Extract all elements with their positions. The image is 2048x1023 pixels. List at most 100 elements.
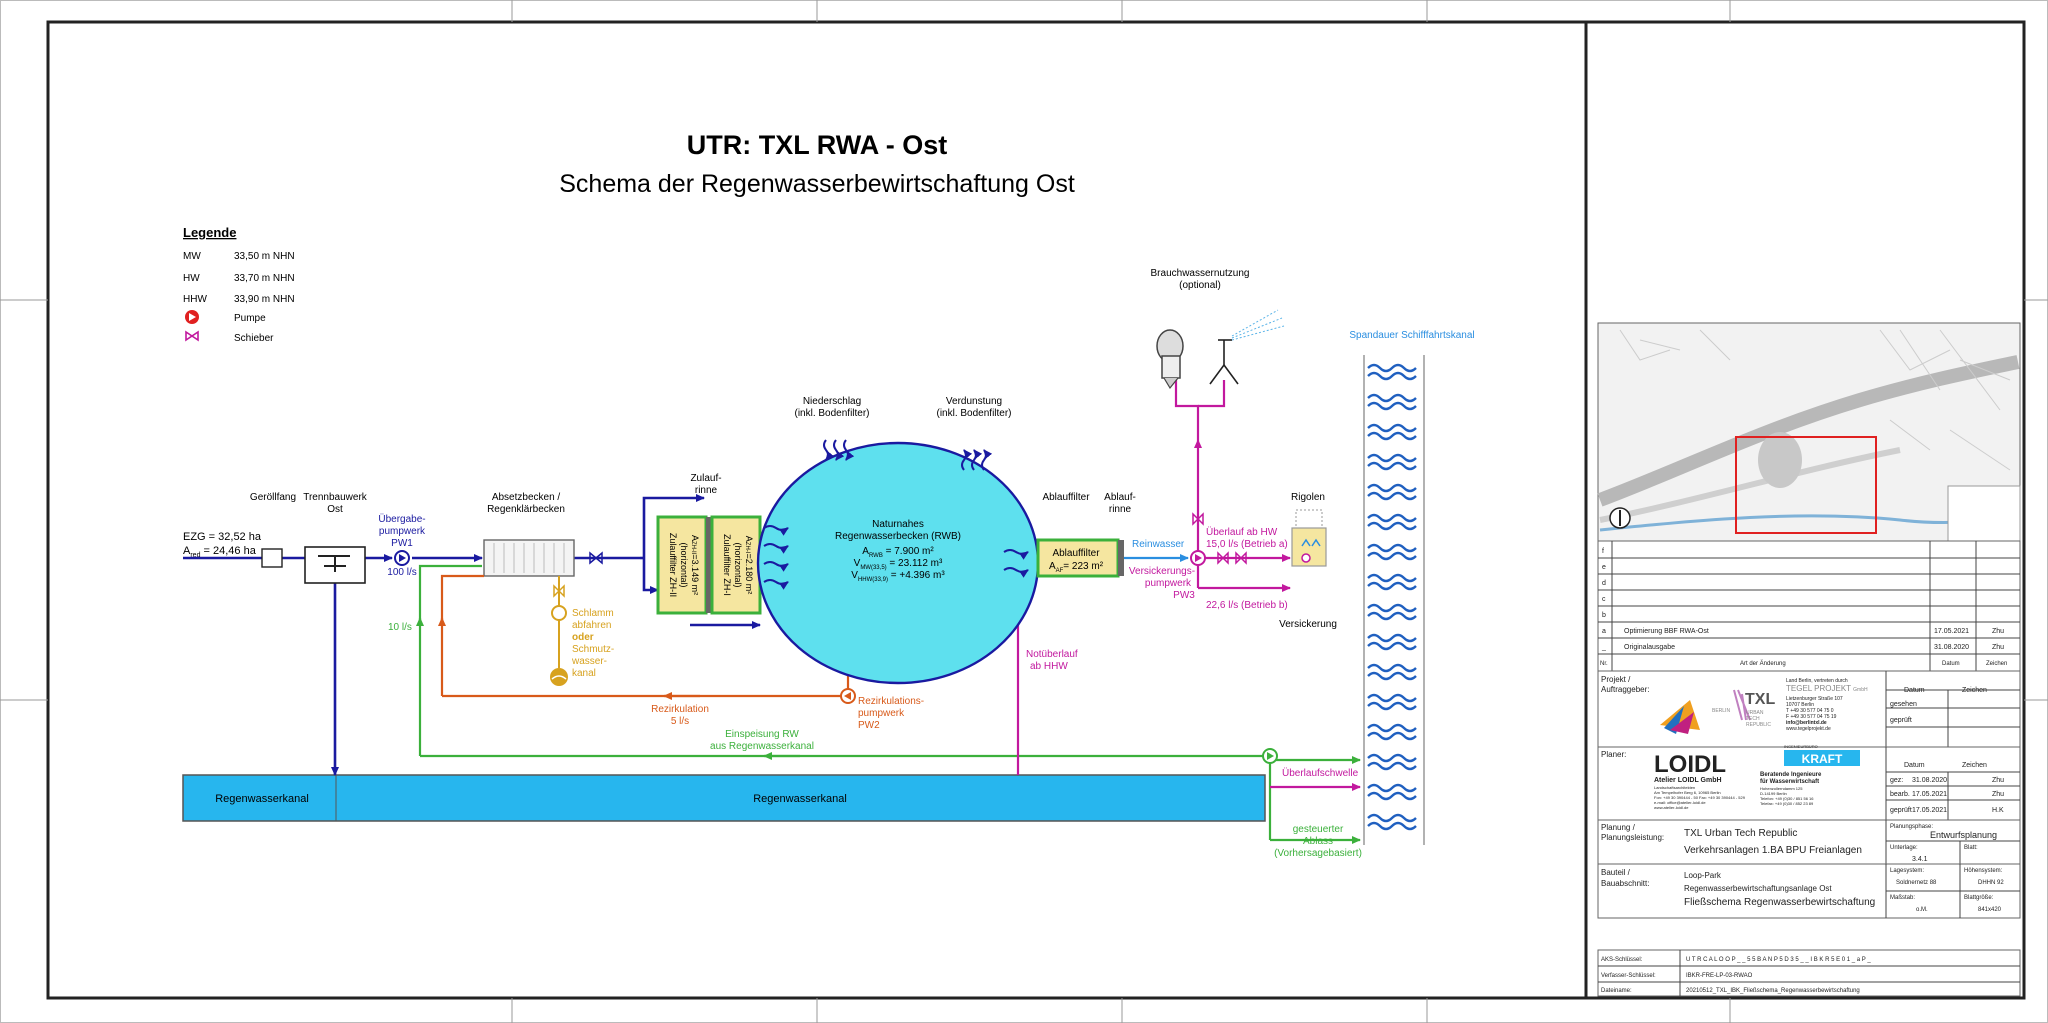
legend-val-hhw: 33,90 m NHN <box>234 294 295 305</box>
canal-label-1: Regenwasserkanal <box>215 793 309 805</box>
unterlage-label: Unterlage: <box>1890 845 1918 851</box>
sludge-label-1: Schlamm <box>572 608 614 619</box>
feed-label-1: Einspeisung RW <box>725 729 799 740</box>
ablaufrinne-label-1: Ablauf- <box>1104 492 1136 503</box>
pond-inflow-arrows <box>763 525 1029 590</box>
bauteil-2: Regenwasserbewirtschaftungsanlage Ost <box>1684 884 1832 893</box>
trennbauwerk-label-1: Trennbauwerk <box>303 492 368 503</box>
pw2-label-2: pumpwerk <box>858 708 905 719</box>
rev-idx-0: _ <box>1601 644 1606 651</box>
rev-date-a: 17.05.2021 <box>1934 628 1969 635</box>
rev-idx-e: e <box>1602 564 1606 571</box>
rev-idx-b: b <box>1602 612 1606 619</box>
betrieb-b-label: 22,6 l/s (Betrieb b) <box>1206 600 1288 611</box>
spandau-label: Spandauer Schifffahrtskanal <box>1349 330 1474 341</box>
phase-value: Entwurfsplanung <box>1930 830 1997 840</box>
notueberlauf-label-2: ab HHW <box>1030 661 1068 672</box>
diagram-subtitle: Schema der Regenwasserbewirtschaftung Os… <box>559 170 1075 198</box>
outlet-filter-label-2: AAF= 223 m² <box>1049 561 1104 574</box>
evaporation-arrows <box>961 449 993 471</box>
pond-label-3: ARWB = 7.900 m² <box>862 546 934 559</box>
versickerung-label: Versickerung <box>1279 619 1337 630</box>
site-highlight <box>1735 436 1877 534</box>
pw1-label-3: PW1 <box>391 538 413 549</box>
legend-val-valve: Schieber <box>234 333 274 344</box>
ablaufrinne-label-2: rinne <box>1109 504 1132 515</box>
proj-col-zeichen: Zeichen <box>1962 687 1987 694</box>
pw1-label-1: Übergabe- <box>378 513 425 525</box>
pw3-label-1: Versickerungs- <box>1129 566 1195 577</box>
spandau-canal <box>1363 355 1425 845</box>
txl-logo-icon <box>1733 689 1751 721</box>
proj-col-datum: Datum <box>1904 687 1925 694</box>
trennbauwerk-label-2: Ost <box>327 504 343 515</box>
pw3-label-2: pumpwerk <box>1145 578 1192 589</box>
rev-text-0: Originalausgabe <box>1624 644 1675 651</box>
sludge-label-2: abfahren <box>572 620 611 631</box>
separation-structure <box>304 546 366 584</box>
sludge-label-5: wasser- <box>571 656 607 667</box>
pond-label-4: VMW(33,5) = 23.112 m³ <box>854 558 943 571</box>
zulaufrinne-label-1: Zulauf- <box>690 473 721 484</box>
aks-value: U T R C A L O O P _ _ 5 5 B A N P 5 D 3 … <box>1686 957 1871 963</box>
rev-sign-0: Zhu <box>1992 644 2004 651</box>
feed-line <box>416 564 1361 844</box>
planer-row-3-date: 17.05.2021 <box>1912 807 1947 814</box>
legend-val-hw: 33,70 m NHN <box>234 273 295 284</box>
loidl-logo: LOIDL <box>1654 751 1726 778</box>
bauteil-label-2: Bauabschnitt: <box>1601 879 1649 888</box>
sludge-pump-icon <box>550 668 568 686</box>
berlin-logo-icon <box>1660 700 1700 734</box>
rev-header-art: Art der Änderung <box>1740 660 1786 667</box>
loidl-addr-2: Fon: +49 30 390444 - 50 Fax: +49 30 3904… <box>1654 795 1746 800</box>
legend-val-mw: 33,50 m NHN <box>234 251 295 262</box>
tegel-addr-0: Lietzenburger Straße 107 <box>1786 696 1843 702</box>
legend-key-hhw: HHW <box>183 294 207 305</box>
projekt-label-1: Projekt / <box>1601 675 1631 684</box>
stormwater-canal <box>182 774 1266 822</box>
legend: Legende MW 33,50 m NHN HW 33,70 m NHN HH… <box>183 225 295 344</box>
pond-label-5: VHHW(33,9) = +4.396 m³ <box>851 570 945 583</box>
flow-100: 100 l/s <box>387 567 416 578</box>
pw1-label-2: pumpwerk <box>379 526 426 537</box>
loidl-addr-0: Landschaftsarchitekten <box>1654 785 1695 790</box>
rev-text-a: Optimierung BBF RWA-Ost <box>1624 628 1709 635</box>
rev-header-zeichen: Zeichen <box>1986 661 2007 667</box>
pw2-label-1: Rezirkulations- <box>858 696 924 707</box>
tegel-addr-3: F +49 30 577 04 75 19 <box>1786 714 1837 720</box>
lage-value: Soldnernetz 88 <box>1896 880 1937 886</box>
planer-row-3-k: geprüft <box>1890 807 1912 814</box>
legend-val-pump: Pumpe <box>234 313 266 324</box>
txl-sub-1: TECH <box>1746 716 1760 722</box>
tegel-addr-2: T +49 30 577 04 75 0 <box>1786 708 1834 714</box>
absetz-label-2: Regenklärbecken <box>487 504 565 515</box>
planer-row-1-date: 31.08.2020 <box>1912 777 1947 784</box>
diagram-title: UTR: TXL RWA - Ost <box>687 130 948 160</box>
phase-label: Planungsphase: <box>1890 824 1933 830</box>
rezirk-label-2: 5 l/s <box>671 716 689 727</box>
ablauffilter-label: Ablauffilter <box>1042 492 1090 503</box>
kraft-name-1: Beratende Ingenieure <box>1760 772 1822 778</box>
zh1-label-3: AZH-I=2.180 m² <box>744 536 754 594</box>
title-block <box>1597 322 2021 997</box>
kraft-addr-1: D-14199 Berlin <box>1760 791 1787 796</box>
datei-label: Dateiname: <box>1601 988 1632 994</box>
ueberlauf-hw-label-1: Überlauf ab HW <box>1206 526 1278 538</box>
planung-label-2: Planungsleistung: <box>1601 833 1664 842</box>
sprinkler-icon <box>1209 309 1285 385</box>
notueberlauf-label-1: Notüberlauf <box>1026 649 1078 660</box>
rev-idx-c: c <box>1602 596 1606 603</box>
inflow-line <box>183 494 761 776</box>
blatt-label: Blatt: <box>1964 845 1978 851</box>
canal-label-2: Regenwasserkanal <box>753 793 847 805</box>
planer-head-datum: Datum <box>1904 762 1925 769</box>
txl-sub-0: URBAN <box>1746 710 1764 716</box>
kraft-addr-2: Telefon: +49 (0)30 / 851 56 16 <box>1760 796 1814 801</box>
north-arrow-icon <box>1609 507 1631 529</box>
bauteil-label-1: Bauteil / <box>1601 868 1631 877</box>
ablass-label-3: (Vorhersagebasiert) <box>1274 848 1362 859</box>
pump-icon <box>185 310 199 324</box>
kraft-logo-icon <box>1784 750 1860 766</box>
unterlage-value: 3.4.1 <box>1912 856 1928 863</box>
legend-heading: Legende <box>183 225 236 240</box>
